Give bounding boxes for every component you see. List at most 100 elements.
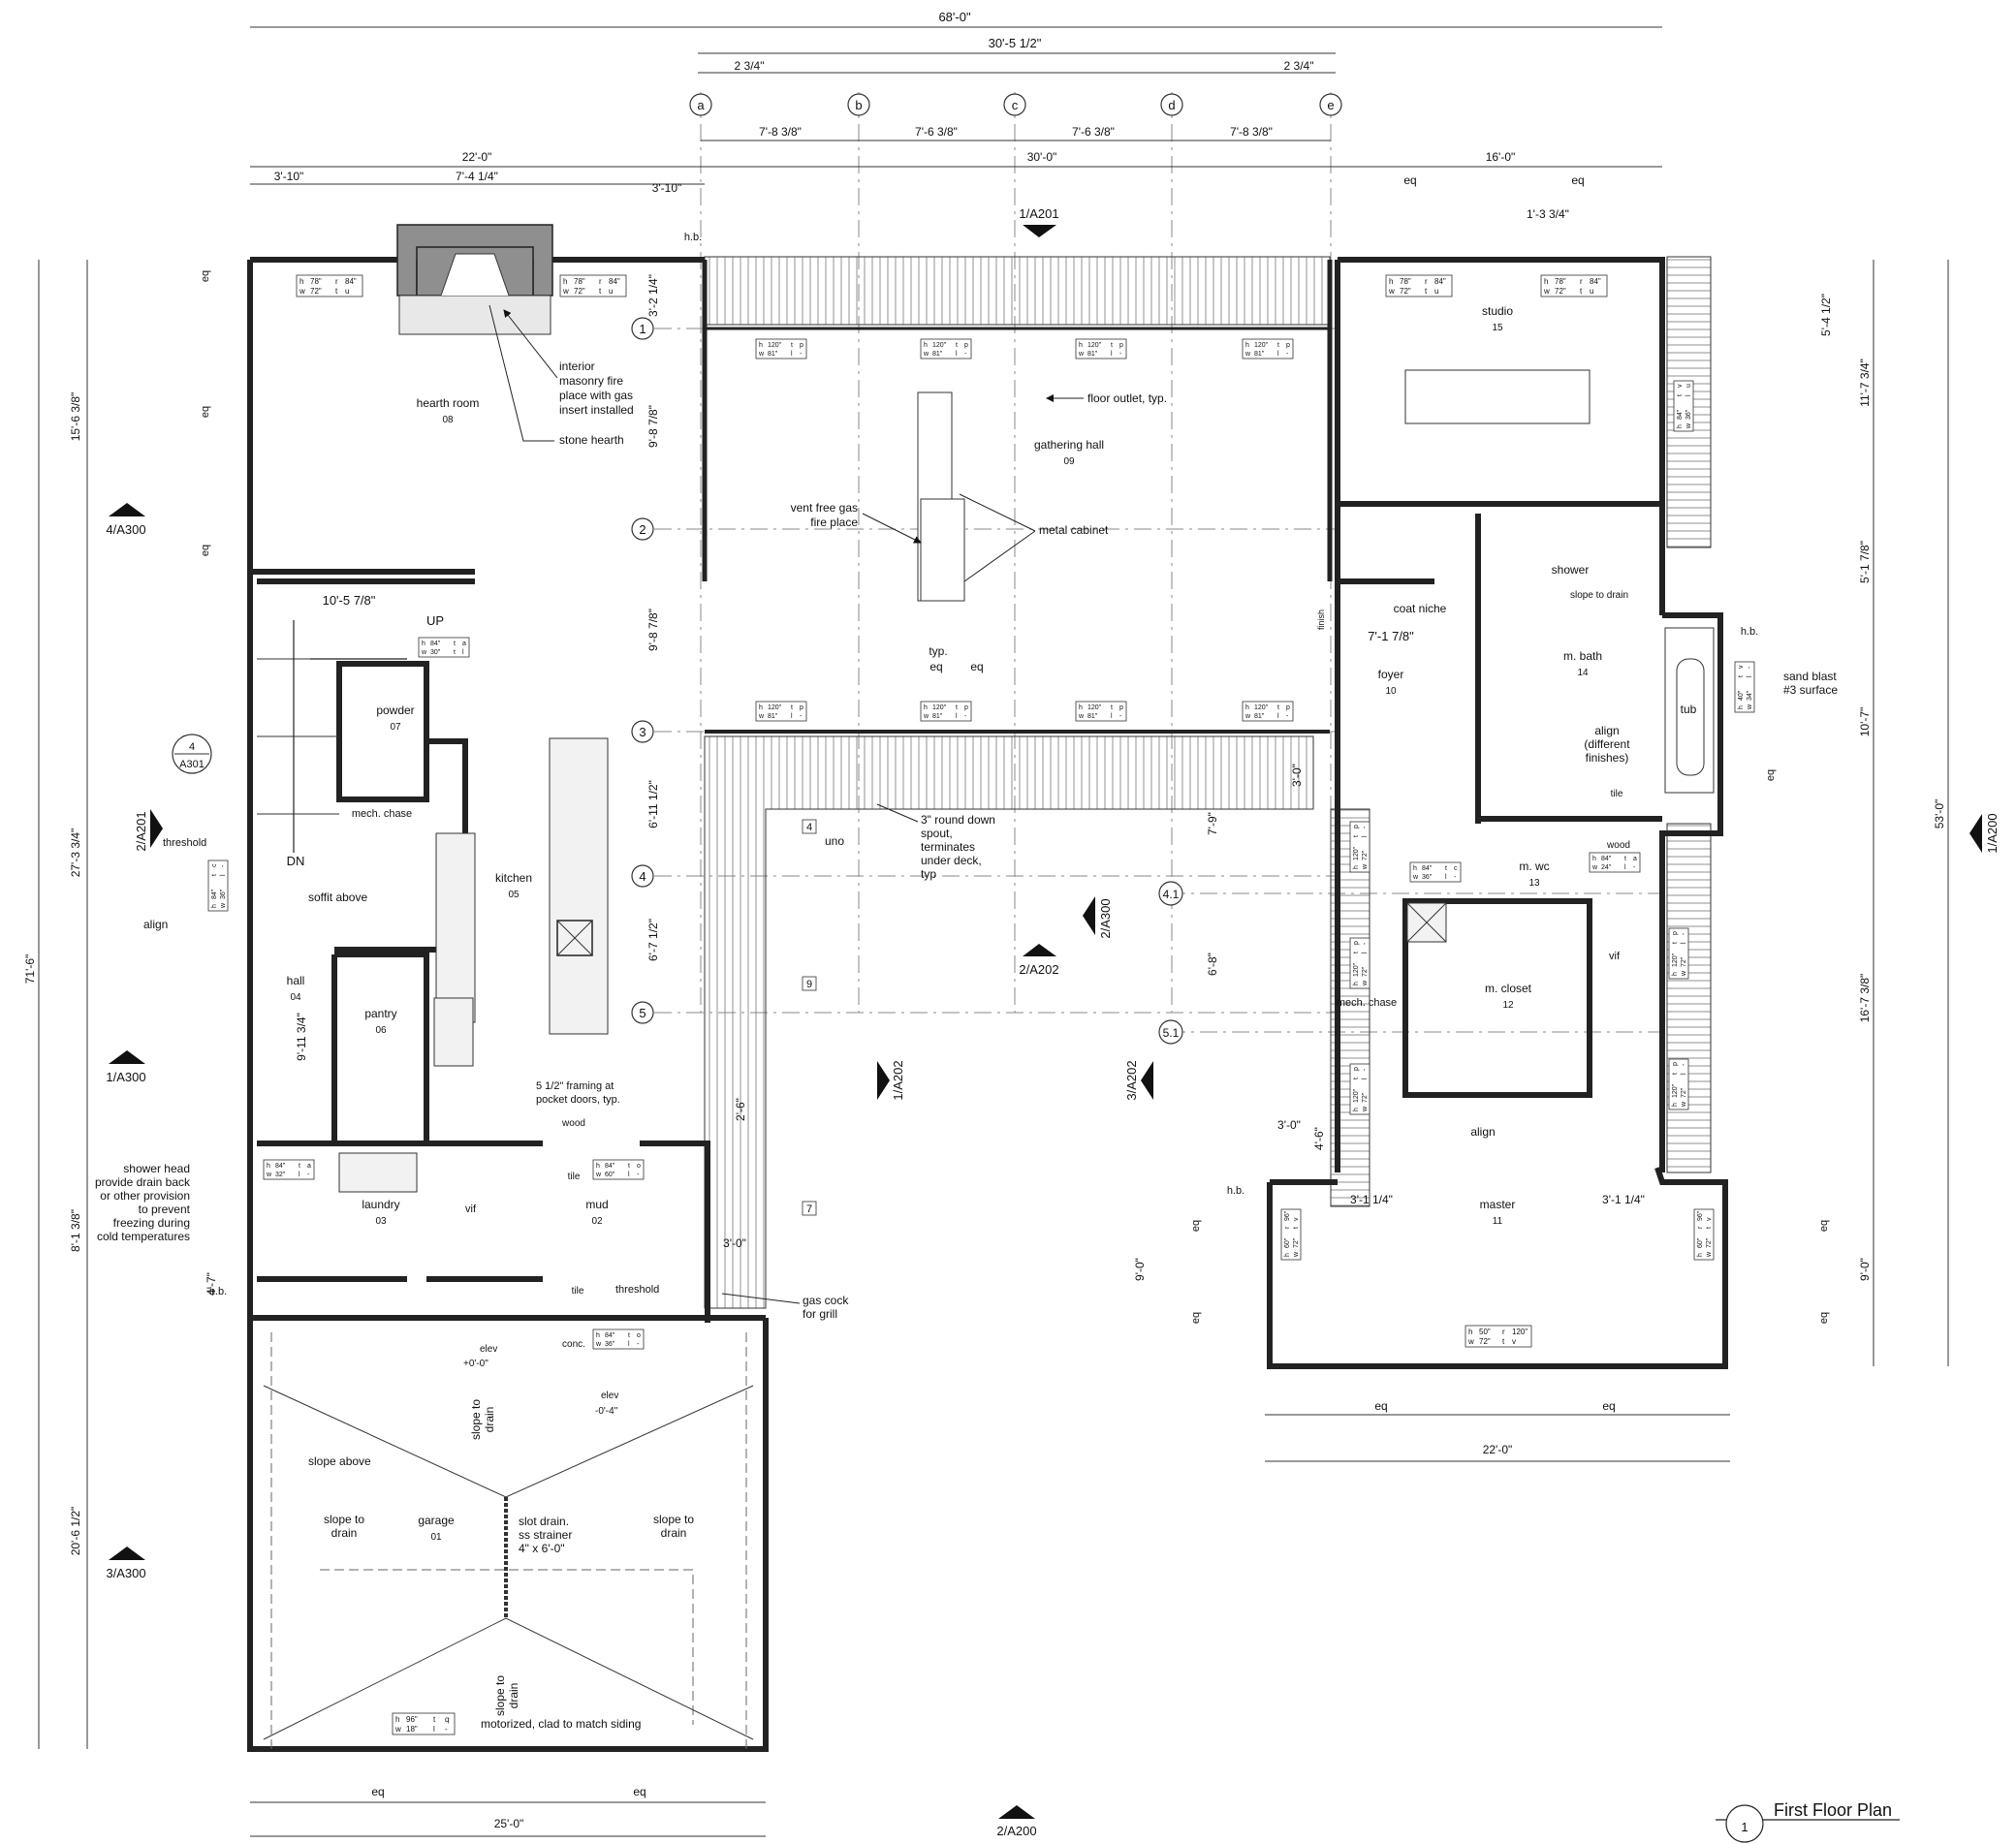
svg-text:w: w xyxy=(299,287,305,296)
keynotes: 4 9 7 xyxy=(802,819,817,1216)
svg-text:t: t xyxy=(1353,835,1360,837)
section-markers: 1/A201 4/A300 2/A201 1/A300 3/A300 2/A30… xyxy=(106,206,2000,1838)
svg-text:l: l xyxy=(1624,864,1626,871)
grid-bubble-e: e xyxy=(1319,93,1342,116)
note-slope-top: slope todrain xyxy=(469,1399,496,1440)
svg-text:elev: elev xyxy=(601,1391,618,1401)
svg-text:4'-6": 4'-6" xyxy=(1312,1127,1326,1150)
svg-text:h: h xyxy=(1353,982,1360,985)
svg-text:p: p xyxy=(1353,1067,1360,1071)
svg-text:p: p xyxy=(1672,1062,1679,1066)
svg-text:q: q xyxy=(445,1715,449,1724)
svg-text:18": 18" xyxy=(406,1725,418,1734)
svg-text:studio: studio xyxy=(1482,304,1513,318)
svg-text:vif: vif xyxy=(1609,951,1621,962)
svg-text:h.b.: h.b. xyxy=(684,232,702,243)
svg-text:t: t xyxy=(1445,865,1447,872)
svg-text:72": 72" xyxy=(1681,956,1687,967)
svg-text:l: l xyxy=(1277,713,1279,720)
svg-text:+0'-0": +0'-0" xyxy=(463,1359,488,1369)
svg-text:36": 36" xyxy=(220,889,227,899)
svg-text:78": 78" xyxy=(310,277,322,286)
svg-text:p: p xyxy=(800,342,803,349)
svg-text:120": 120" xyxy=(1254,704,1269,711)
svg-text:typ.: typ. xyxy=(929,644,947,658)
svg-text:78": 78" xyxy=(1400,277,1411,286)
svg-text:1/A202: 1/A202 xyxy=(891,1060,905,1100)
svg-text:-: - xyxy=(800,351,803,358)
svg-text:eq: eq xyxy=(1765,769,1777,781)
svg-text:shower: shower xyxy=(1552,563,1590,577)
svg-text:3'-0": 3'-0" xyxy=(1290,764,1304,787)
svg-text:w: w xyxy=(758,351,765,358)
svg-text:84": 84" xyxy=(345,277,357,286)
svg-text:t: t xyxy=(1111,342,1113,349)
svg-text:-: - xyxy=(1681,932,1687,935)
svg-text:wood: wood xyxy=(1606,840,1630,851)
svg-text:v: v xyxy=(1738,665,1745,669)
svg-text:-: - xyxy=(1362,826,1369,828)
svg-text:h: h xyxy=(563,277,567,286)
dimensions-top: 68'-0" 30'-5 1/2" 2 3/4" 2 3/4" 7'-8 3/8… xyxy=(250,10,1662,221)
keynote-4: 4 xyxy=(802,819,817,834)
svg-text:e: e xyxy=(1327,98,1334,112)
svg-text:h.b.: h.b. xyxy=(1741,626,1758,638)
svg-text:uno: uno xyxy=(825,834,844,848)
svg-text:h: h xyxy=(1245,704,1249,711)
grid-bubble-5-1: 5.1 xyxy=(1158,1019,1183,1045)
svg-text:-: - xyxy=(1454,874,1457,881)
svg-text:DN: DN xyxy=(287,854,305,868)
svg-text:34": 34" xyxy=(1747,690,1753,701)
svg-text:l: l xyxy=(1362,952,1369,953)
svg-text:gathering hall: gathering hall xyxy=(1034,438,1104,452)
svg-text:tile: tile xyxy=(572,1286,584,1297)
svg-text:h: h xyxy=(1592,856,1596,862)
svg-text:30'-5 1/2": 30'-5 1/2" xyxy=(989,36,1042,50)
svg-text:l: l xyxy=(1747,675,1753,677)
svg-text:10: 10 xyxy=(1385,686,1397,697)
svg-text:wood: wood xyxy=(561,1118,585,1129)
room-coat-niche: coat niche xyxy=(1394,602,1447,615)
svg-text:w: w xyxy=(1362,863,1369,870)
svg-text:h: h xyxy=(1672,1103,1679,1107)
svg-text:72": 72" xyxy=(1555,287,1566,296)
svg-text:16'-0": 16'-0" xyxy=(1486,150,1516,164)
svg-text:60": 60" xyxy=(1284,1237,1291,1248)
svg-text:tile: tile xyxy=(1611,789,1623,799)
grid-letter-bubbles: a b c d e xyxy=(689,93,1342,116)
svg-text:w: w xyxy=(758,713,765,720)
svg-text:84": 84" xyxy=(275,1163,286,1170)
svg-text:eq: eq xyxy=(1403,173,1416,187)
svg-text:pantry: pantry xyxy=(364,1007,396,1020)
svg-text:3'-1 1/4": 3'-1 1/4" xyxy=(1350,1193,1393,1206)
svg-text:c: c xyxy=(211,863,218,867)
svg-text:16'-7 3/8": 16'-7 3/8" xyxy=(1858,974,1872,1023)
svg-text:t: t xyxy=(1502,1337,1505,1346)
svg-text:garage: garage xyxy=(418,1514,455,1527)
grid-bubble-1: 1 xyxy=(631,317,654,340)
svg-text:4.1: 4.1 xyxy=(1163,888,1180,901)
svg-text:eq: eq xyxy=(1818,1220,1830,1232)
svg-text:120": 120" xyxy=(1353,962,1360,977)
svg-text:32": 32" xyxy=(275,1172,286,1178)
svg-text:2/A300: 2/A300 xyxy=(1098,898,1113,938)
svg-text:l: l xyxy=(1277,351,1279,358)
svg-text:3'-10": 3'-10" xyxy=(652,181,682,195)
svg-text:w: w xyxy=(1078,713,1085,720)
svg-text:78": 78" xyxy=(574,277,585,286)
